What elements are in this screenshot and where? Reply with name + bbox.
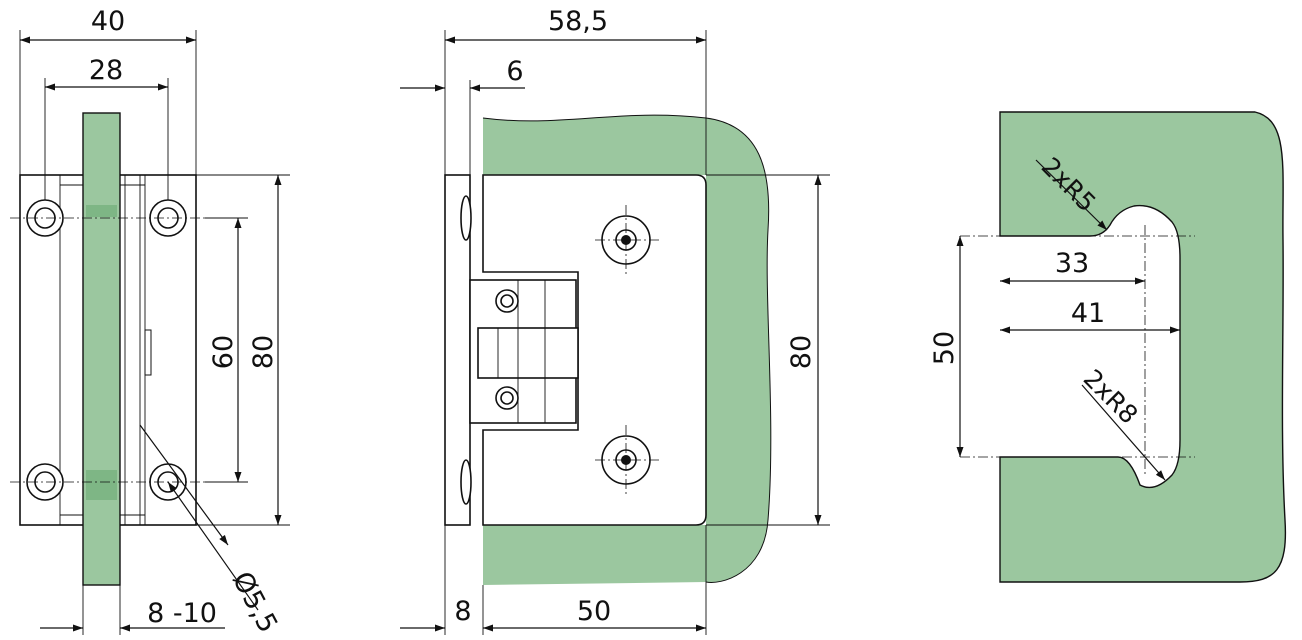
front-glass-panel bbox=[82, 112, 121, 586]
dim-50-cutout: 50 bbox=[929, 331, 960, 365]
dim-41: 41 bbox=[1071, 298, 1105, 329]
dim-8: 8 bbox=[454, 596, 471, 627]
cutout-view: 2xR5 2xR8 33 41 50 bbox=[929, 111, 1287, 583]
front-view: 40 28 60 80 Ø5,5 8 -10 bbox=[10, 6, 290, 638]
dim-hole-diameter: Ø5,5 bbox=[226, 567, 284, 638]
dim-80-front: 80 bbox=[248, 335, 279, 369]
dim-60: 60 bbox=[208, 335, 239, 369]
cutout-glass-shape bbox=[999, 111, 1287, 583]
dim-28: 28 bbox=[89, 55, 123, 86]
dim-radius-large: 2xR8 bbox=[1078, 364, 1144, 430]
dim-58-5: 58,5 bbox=[548, 6, 608, 37]
dim-glass-thickness: 8 -10 bbox=[147, 598, 217, 629]
dim-80-side: 80 bbox=[786, 335, 817, 369]
side-glass-clamp bbox=[482, 174, 707, 526]
dim-6: 6 bbox=[506, 56, 523, 87]
dim-40: 40 bbox=[91, 6, 125, 37]
dim-50-side: 50 bbox=[577, 596, 611, 627]
dim-33: 33 bbox=[1055, 248, 1089, 279]
side-view: 58,5 6 80 8 50 bbox=[400, 6, 830, 635]
side-glass-panel bbox=[483, 115, 771, 585]
